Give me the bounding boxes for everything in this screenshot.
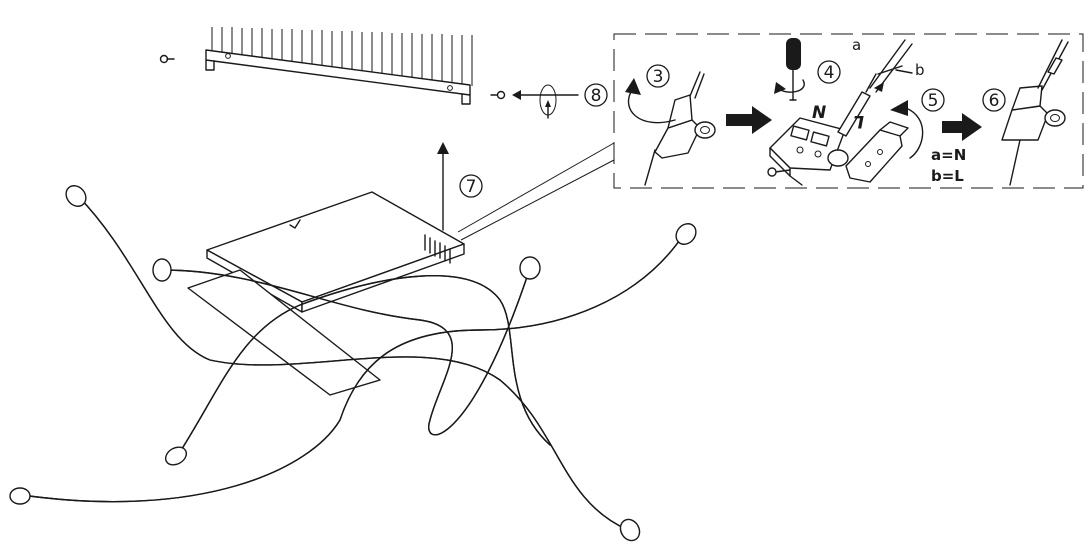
clamp-cover	[845, 121, 909, 183]
svg-text:3: 3	[653, 67, 664, 87]
lamp-arm-3	[152, 256, 541, 436]
terminal-block-step3	[644, 71, 716, 186]
rotate-arrow-step4	[774, 79, 805, 94]
lamp-arms	[9, 185, 697, 542]
terminal-label-n: N	[812, 103, 826, 123]
wiring-detail-panel: 3 4	[457, 33, 1084, 241]
svg-text:5: 5	[928, 91, 939, 111]
step-8-arrow	[512, 84, 579, 119]
screw-right	[490, 90, 506, 100]
terminal-label-l: L	[853, 111, 864, 131]
step-5-badge: 5	[921, 88, 945, 112]
screwdriver-icon	[786, 38, 801, 101]
svg-text:4: 4	[824, 63, 835, 83]
svg-text:8: 8	[591, 86, 602, 106]
connector-block	[767, 117, 849, 186]
lamp-arm-2	[9, 223, 697, 505]
screw-left	[159, 54, 175, 64]
lamp-arm-1	[65, 185, 641, 542]
vent-slots	[424, 234, 451, 264]
svg-text:6: 6	[989, 91, 1000, 111]
wires-ab	[869, 39, 913, 93]
wire-label-b: b	[915, 61, 925, 79]
rotate-arrow-step3	[625, 78, 676, 124]
step-6-badge: 6	[982, 88, 1006, 112]
lamp-arm-4	[164, 275, 551, 466]
step-7-badge: 7	[459, 174, 483, 198]
wire-label-a: a	[852, 36, 861, 54]
svg-text:7: 7	[466, 177, 477, 197]
rotate-arrow-step5	[890, 100, 924, 159]
ceiling-hatching	[211, 27, 473, 86]
legend-line-1: a=N	[931, 146, 966, 164]
legend-line-2: b=L	[931, 167, 964, 185]
step-4-badge: 4	[817, 60, 841, 84]
step-3-badge: 3	[646, 64, 670, 88]
step-7-arrow	[437, 142, 449, 231]
probe-pin	[837, 73, 877, 137]
lamp-canopy	[187, 191, 465, 396]
mounting-bracket	[159, 27, 579, 119]
terminal-block-step6	[1001, 39, 1069, 186]
next-arrow-1	[726, 106, 772, 134]
step-8-badge: 8	[584, 83, 608, 107]
next-arrow-2	[942, 113, 982, 141]
